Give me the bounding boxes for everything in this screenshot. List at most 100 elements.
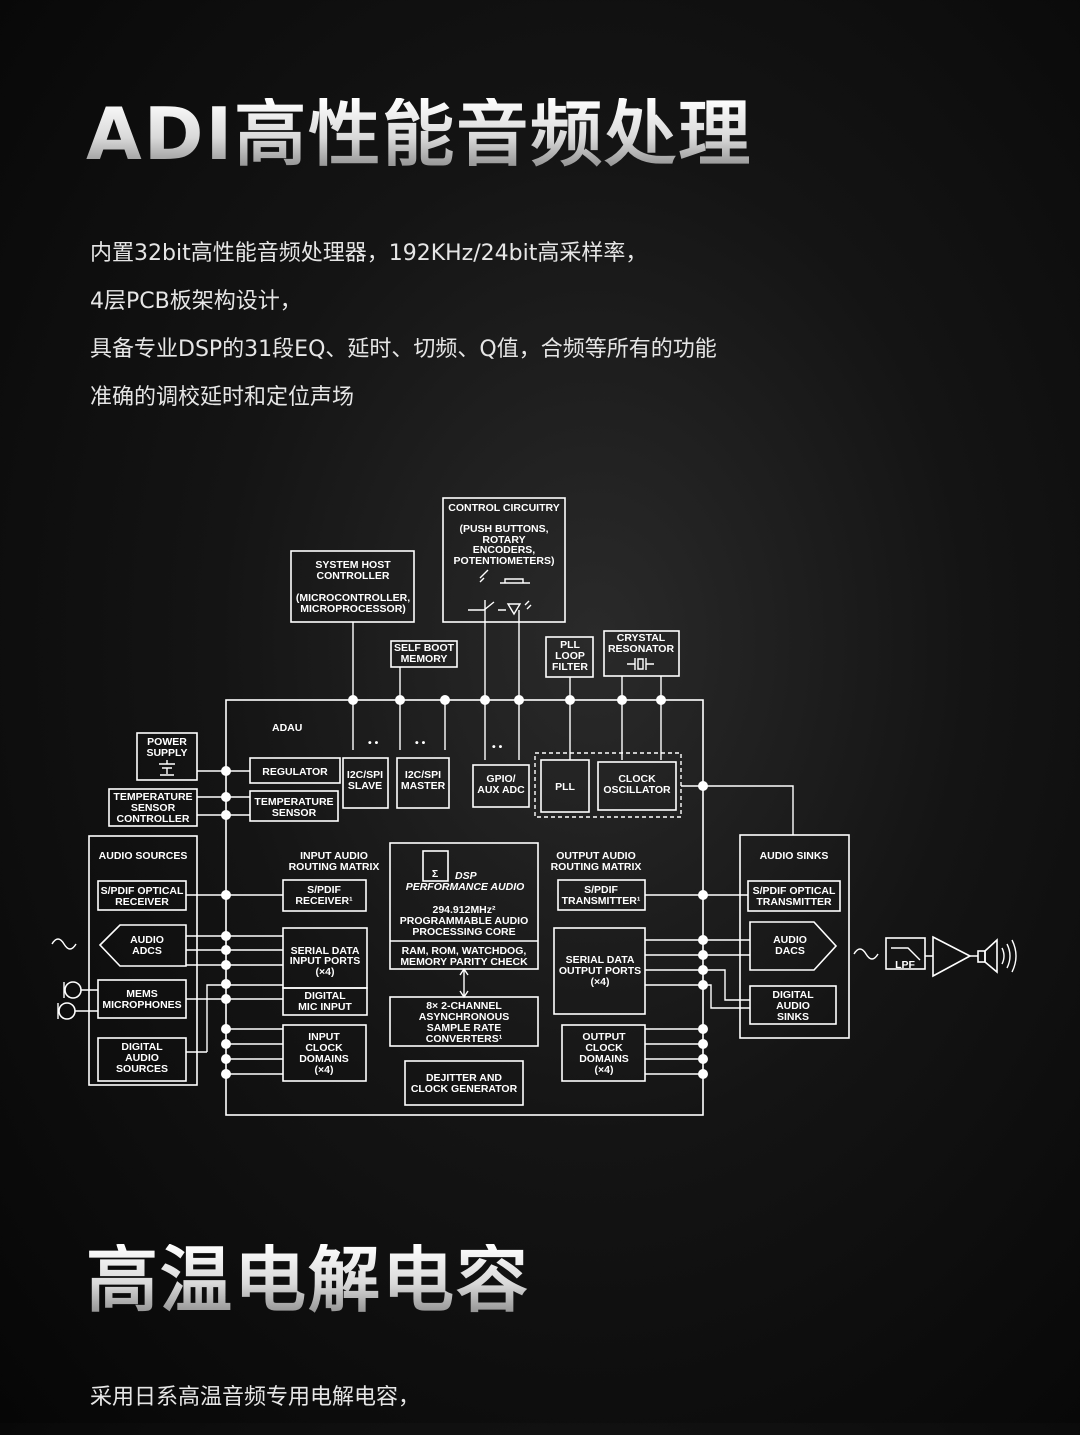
svg-text:RECEIVER: RECEIVER bbox=[115, 896, 169, 908]
svg-text:SERIAL DATA: SERIAL DATA bbox=[291, 945, 360, 957]
svg-text:RAM, ROM, WATCHDOG,: RAM, ROM, WATCHDOG, bbox=[402, 945, 527, 957]
svg-text:DEJITTER AND: DEJITTER AND bbox=[426, 1072, 502, 1084]
svg-text:SUPPLY: SUPPLY bbox=[146, 747, 187, 759]
svg-text:DIGITAL: DIGITAL bbox=[121, 1041, 163, 1053]
svg-text:ADCS: ADCS bbox=[132, 945, 162, 957]
dsp-block-diagram: ADAU CONTROL CIRCUITRY (PUSH BUTTONS, RO… bbox=[51, 497, 1017, 1116]
svg-text:AUX ADC: AUX ADC bbox=[477, 784, 525, 796]
analog-output-wave-icon bbox=[853, 948, 879, 960]
svg-text:(MICROCONTROLLER,: (MICROCONTROLLER, bbox=[296, 592, 410, 604]
input-junction-dots bbox=[221, 890, 231, 1079]
svg-text:PLL: PLL bbox=[560, 639, 580, 651]
svg-text:POTENTIOMETERS): POTENTIOMETERS) bbox=[454, 555, 555, 567]
svg-text:DOMAINS: DOMAINS bbox=[579, 1053, 629, 1065]
self-boot-memory-box: SELF BOOT MEMORY bbox=[390, 640, 458, 668]
top-bus-connectors bbox=[352, 600, 662, 760]
svg-text:OUTPUT PORTS: OUTPUT PORTS bbox=[559, 965, 641, 977]
svg-text:CLOCK: CLOCK bbox=[585, 1042, 623, 1054]
svg-text:MICROPROCESSOR): MICROPROCESSOR) bbox=[300, 603, 406, 615]
audio-sources-group: AUDIO SOURCES S/PDIF OPTICAL RECEIVER AU… bbox=[88, 835, 198, 1086]
ellipsis: • • bbox=[492, 741, 503, 753]
svg-text:RECEIVER¹: RECEIVER¹ bbox=[295, 895, 353, 907]
svg-text:AUDIO: AUDIO bbox=[776, 1000, 810, 1012]
svg-text:AUDIO: AUDIO bbox=[130, 934, 164, 946]
clock-out-line bbox=[681, 785, 794, 835]
svg-text:MIC INPUT: MIC INPUT bbox=[298, 1001, 352, 1013]
svg-text:ROTARY: ROTARY bbox=[482, 534, 525, 546]
svg-text:TRANSMITTER: TRANSMITTER bbox=[756, 896, 832, 908]
output-signal-lines bbox=[645, 894, 750, 1009]
svg-text:FILTER: FILTER bbox=[552, 661, 588, 673]
svg-text:(×4): (×4) bbox=[315, 1064, 334, 1076]
section-title-capacitor: 高温电解电容 bbox=[86, 1238, 531, 1322]
svg-text:INPUT PORTS: INPUT PORTS bbox=[290, 955, 361, 967]
svg-text:GPIO/: GPIO/ bbox=[486, 773, 515, 785]
pll-loop-filter-box: PLL LOOP FILTER bbox=[545, 636, 594, 678]
crystal-resonator-box: CRYSTAL RESONATOR bbox=[603, 630, 680, 677]
section-title-adi: ADI高性能音频处理 bbox=[86, 92, 753, 176]
svg-text:DIGITAL: DIGITAL bbox=[772, 989, 814, 1001]
section-description-adi: 内置32bit高性能音频处理器，192KHz/24bit高采样率， 4层PCB板… bbox=[90, 243, 717, 435]
serial-data-input-ports-box: SERIAL DATA INPUT PORTS (×4) bbox=[282, 927, 368, 989]
svg-text:I2C/SPI: I2C/SPI bbox=[405, 769, 441, 781]
section-description-capacitor: 采用日系高温音频专用电解电容， bbox=[90, 1387, 420, 1435]
svg-text:SLAVE: SLAVE bbox=[348, 780, 382, 792]
speaker-icon bbox=[977, 938, 1017, 974]
svg-text:PERFORMANCE AUDIO: PERFORMANCE AUDIO bbox=[406, 881, 525, 893]
svg-text:ASYNCHRONOUS: ASYNCHRONOUS bbox=[419, 1011, 509, 1023]
adau-chip-outline bbox=[225, 699, 704, 1116]
input-routing-matrix-label: ROUTING MATRIX bbox=[289, 861, 380, 873]
temperature-sensor-controller-box: TEMPERATURE SENSOR CONTROLLER bbox=[108, 788, 198, 827]
dsp-core-box: Σ DSP PERFORMANCE AUDIO 294.912MHz² PROG… bbox=[389, 842, 539, 970]
sigma-icon: Σ bbox=[432, 868, 438, 880]
svg-text:LPF: LPF bbox=[895, 959, 915, 971]
svg-text:CLOCK GENERATOR: CLOCK GENERATOR bbox=[411, 1083, 518, 1095]
svg-text:AUDIO: AUDIO bbox=[125, 1052, 159, 1064]
input-clock-domains-box: INPUT CLOCK DOMAINS (×4) bbox=[282, 1024, 367, 1082]
control-circuitry-box: CONTROL CIRCUITRY (PUSH BUTTONS, ROTARY … bbox=[442, 497, 566, 623]
low-pass-filter-icon: LPF bbox=[885, 937, 926, 971]
ellipsis: • • bbox=[415, 737, 426, 749]
svg-text:SINKS: SINKS bbox=[777, 1011, 809, 1023]
svg-text:TRANSMITTER¹: TRANSMITTER¹ bbox=[562, 895, 641, 907]
system-host-controller-box: SYSTEM HOST CONTROLLER (MICROCONTROLLER,… bbox=[290, 550, 415, 623]
bus-dots bbox=[348, 695, 666, 705]
svg-text:DIGITAL: DIGITAL bbox=[304, 990, 346, 1002]
clock-group-outline bbox=[534, 752, 682, 818]
microphone-icon bbox=[57, 981, 98, 1020]
svg-text:CONVERTERS¹: CONVERTERS¹ bbox=[426, 1033, 503, 1045]
svg-text:CRYSTAL: CRYSTAL bbox=[617, 632, 666, 644]
dsp-logo-text: DSP bbox=[455, 870, 478, 882]
digital-mic-input-box: DIGITAL MIC INPUT bbox=[282, 987, 368, 1016]
svg-text:PLL: PLL bbox=[555, 781, 575, 793]
svg-text:S/PDIF: S/PDIF bbox=[584, 884, 618, 896]
i2c-spi-master-box: I2C/SPI MASTER bbox=[396, 757, 450, 809]
svg-text:ENCODERS,: ENCODERS, bbox=[473, 544, 536, 556]
svg-text:(PUSH BUTTONS,: (PUSH BUTTONS, bbox=[459, 523, 548, 535]
svg-text:INPUT: INPUT bbox=[308, 1031, 340, 1043]
svg-text:TEMPERATURE: TEMPERATURE bbox=[113, 791, 192, 803]
output-clock-domains-box: OUTPUT CLOCK DOMAINS (×4) bbox=[561, 1024, 646, 1082]
svg-text:DOMAINS: DOMAINS bbox=[299, 1053, 349, 1065]
analog-input-wave-icon bbox=[51, 938, 77, 950]
description-line: 准确的调校延时和定位声场 bbox=[90, 385, 355, 410]
svg-text:OUTPUT: OUTPUT bbox=[582, 1031, 626, 1043]
svg-text:RESONATOR: RESONATOR bbox=[608, 643, 675, 655]
input-signal-lines bbox=[186, 894, 283, 1053]
clock-oscillator-box: CLOCK OSCILLATOR bbox=[597, 761, 677, 811]
svg-text:(×4): (×4) bbox=[591, 976, 610, 988]
amplifier-icon bbox=[932, 935, 972, 978]
svg-text:CLOCK: CLOCK bbox=[305, 1042, 343, 1054]
power-supply-box: POWER SUPPLY bbox=[136, 732, 198, 781]
output-junction-dots bbox=[698, 890, 708, 1079]
output-routing-matrix-label: ROUTING MATRIX bbox=[551, 861, 642, 873]
svg-text:POWER: POWER bbox=[147, 736, 187, 748]
svg-text:CONTROLLER: CONTROLLER bbox=[117, 813, 190, 825]
adau-label: ADAU bbox=[272, 722, 302, 734]
svg-text:(×4): (×4) bbox=[316, 966, 335, 978]
svg-text:SERIAL DATA: SERIAL DATA bbox=[566, 954, 635, 966]
dejitter-clock-generator-box: DEJITTER AND CLOCK GENERATOR bbox=[404, 1060, 524, 1106]
gpio-aux-adc-box: GPIO/ AUX ADC bbox=[472, 764, 530, 808]
svg-text:S/PDIF: S/PDIF bbox=[307, 884, 341, 896]
svg-text:S/PDIF OPTICAL: S/PDIF OPTICAL bbox=[101, 885, 184, 897]
